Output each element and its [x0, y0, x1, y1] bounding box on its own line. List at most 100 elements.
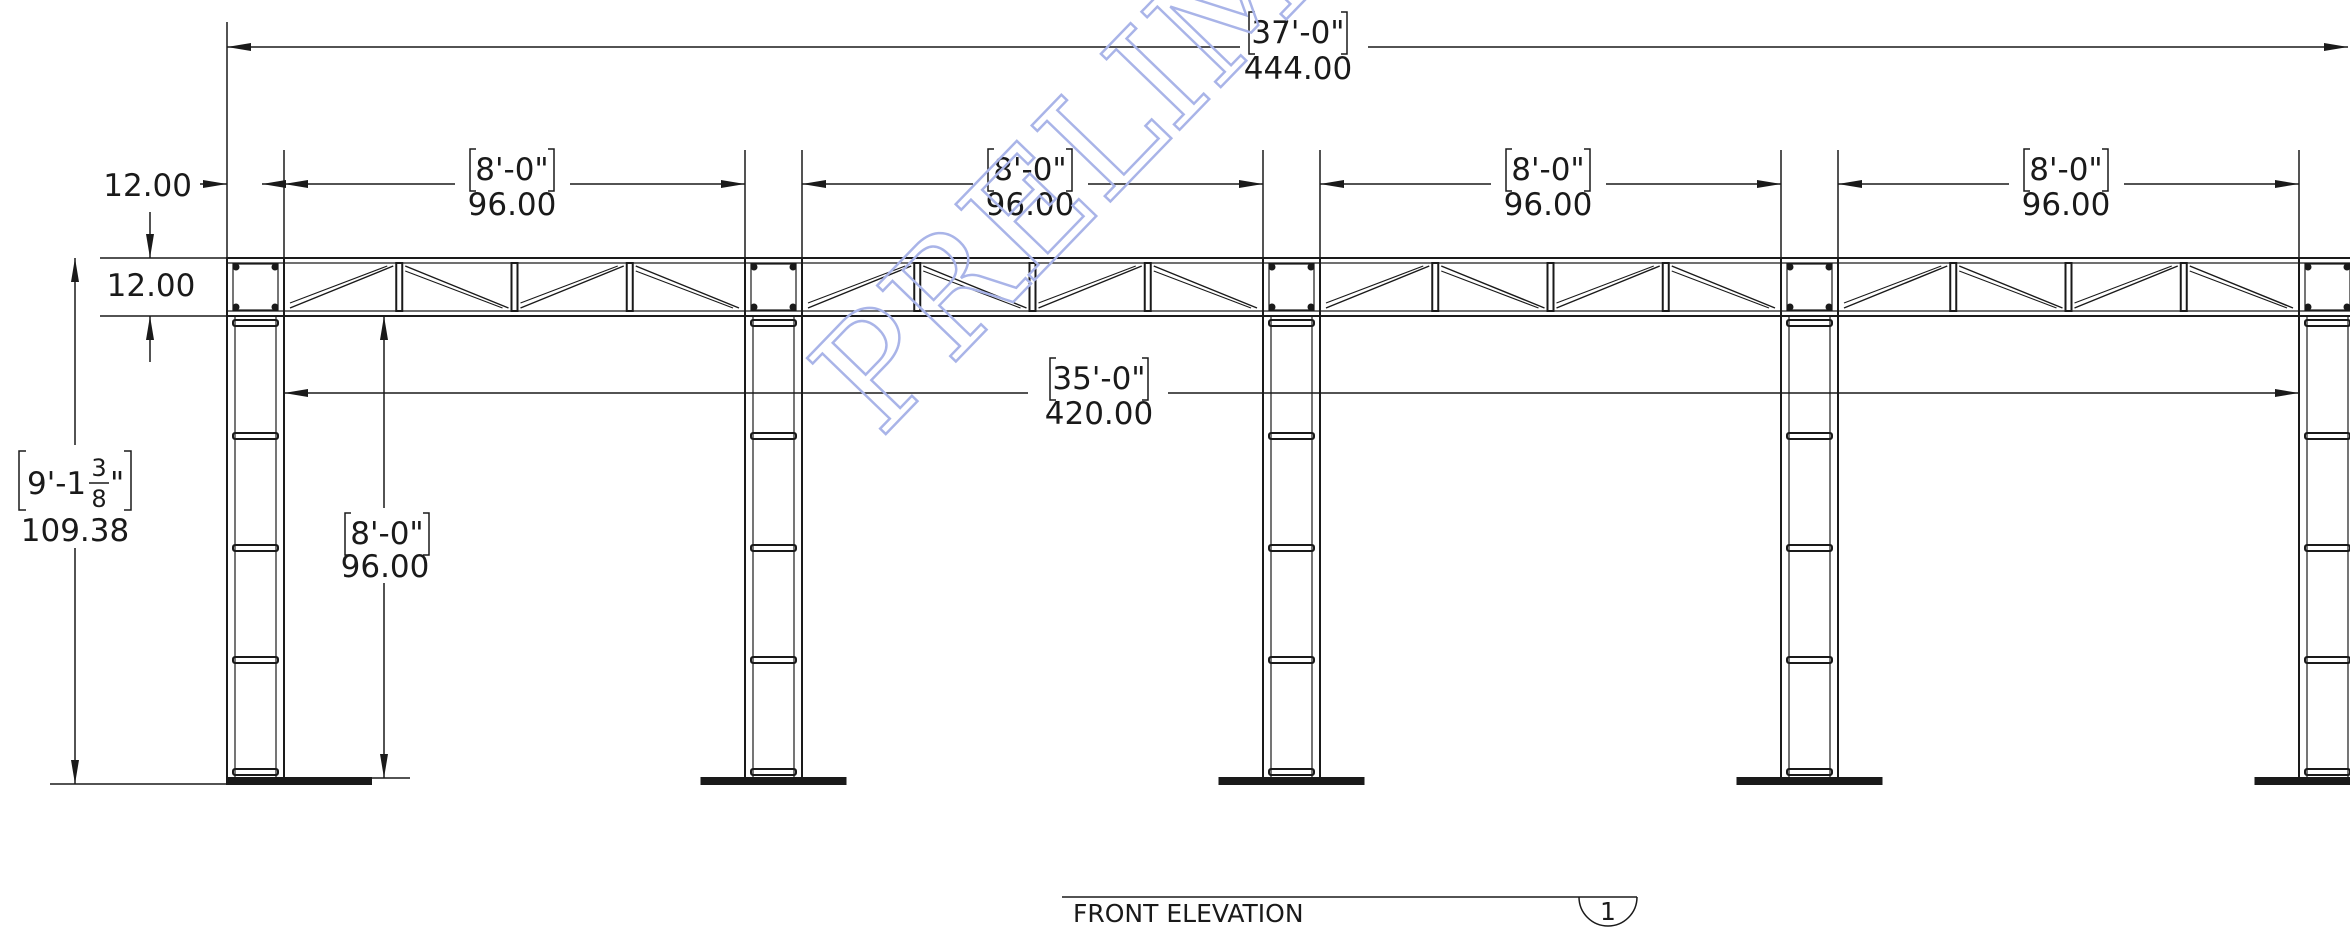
bolt: [1825, 263, 1833, 271]
truss-diagonal-inner: [1556, 265, 1654, 304]
bolt: [232, 263, 240, 271]
truss-vertical-strut: [510, 262, 519, 312]
tower-rung: [1268, 544, 1315, 552]
truss-diagonal: [1440, 265, 1545, 309]
truss-depth-decimal: 12.00: [107, 268, 196, 304]
truss-diagonal-inner: [1441, 270, 1539, 309]
base-plate: [1736, 777, 1883, 785]
preliminary-watermark: PRELIMINARY: [779, 0, 1701, 466]
overall-dimension-imperial: 37'-0": [1251, 15, 1344, 51]
truss-diagonal: [520, 265, 625, 309]
truss-vertical-strut: [1143, 262, 1152, 312]
truss-diagonal-inner: [2189, 270, 2288, 309]
base-plate: [2254, 777, 2350, 785]
bolt: [1786, 303, 1794, 311]
bay-4-decimal: 96.00: [2022, 187, 2111, 223]
tower-rung: [232, 319, 279, 327]
truss-diagonal: [1153, 265, 1258, 309]
truss-diagonal: [1556, 265, 1661, 309]
bay-dimension-4: 8'-0" 96.00: [1837, 148, 2300, 258]
truss-diagonal-inner: [1843, 265, 1942, 304]
truss-diagonal: [289, 265, 394, 309]
truss-diagonal: [635, 265, 740, 309]
truss-diagonal: [1958, 265, 2063, 309]
corner-block-inner: [1268, 263, 1315, 311]
bolt: [750, 303, 758, 311]
bolt: [1825, 303, 1833, 311]
bolt: [1268, 303, 1276, 311]
corner-block: [226, 257, 285, 317]
tower-rung: [1786, 544, 1833, 552]
truss-vertical-strut: [395, 262, 404, 312]
corner-block: [1780, 257, 1839, 317]
bolt: [2304, 303, 2312, 311]
view-number: 1: [1600, 897, 1616, 926]
truss-structure: [226, 257, 2350, 785]
base-plate: [700, 777, 847, 785]
truss-vertical-strut: [625, 262, 634, 312]
tower-rung: [1268, 432, 1315, 440]
left-offset-dimension: 12.00: [103, 168, 286, 204]
tower-rung: [750, 768, 797, 776]
corner-block: [1262, 257, 1321, 317]
tower-rung: [1786, 768, 1833, 776]
truss-diagonal-inner: [923, 270, 1021, 309]
total-height-fraction-numerator: 3: [91, 454, 106, 482]
corner-block-inner: [750, 263, 797, 311]
truss-diagonal-inner: [635, 270, 734, 309]
truss-vertical-strut: [2064, 262, 2073, 312]
bolt: [1268, 263, 1276, 271]
truss-diagonal-inner: [405, 270, 503, 309]
bolt: [750, 263, 758, 271]
total-height-inch-mark: ": [110, 466, 124, 502]
bolt: [789, 263, 797, 271]
truss-diagonal-inner: [520, 265, 618, 304]
truss-diagonal-inner: [1153, 270, 1252, 309]
bolt: [271, 303, 279, 311]
tower-rung: [1786, 432, 1833, 440]
truss-diagonal-inner: [289, 265, 388, 304]
truss-diagonal: [1038, 265, 1143, 309]
bay-dimension-1: 8'-0" 96.00: [283, 148, 746, 258]
truss-vertical-strut: [1546, 262, 1555, 312]
truss-diagonal: [922, 265, 1027, 309]
bolt: [2343, 303, 2350, 311]
tower-rung: [1268, 768, 1315, 776]
overall-dimension: 37'-0" 444.00: [226, 11, 2348, 258]
bay-1-imperial: 8'-0": [475, 152, 548, 188]
view-title-label: FRONT ELEVATION: [1073, 899, 1304, 928]
tower-rung: [2304, 319, 2350, 327]
view-title: FRONT ELEVATION 1: [1062, 896, 1638, 928]
tower-rung: [232, 544, 279, 552]
corner-block-inner: [1786, 263, 1833, 311]
tower-rung: [1268, 656, 1315, 664]
truss-diagonal: [404, 265, 509, 309]
truss-depth-dimension: 12.00: [100, 212, 228, 362]
tower-rung: [232, 432, 279, 440]
watermark-text: PRELIMINARY: [781, 0, 1701, 465]
truss-diagonal-inner: [1038, 265, 1136, 304]
truss-vertical-strut: [913, 262, 922, 312]
overall-dimension-decimal: 444.00: [1244, 51, 1352, 87]
truss-vertical-strut: [1949, 262, 1958, 312]
clear-height-dimension: 8'-0" 96.00: [341, 316, 430, 779]
tower-rung: [2304, 544, 2350, 552]
tower-rung: [750, 432, 797, 440]
bay-dimension-2: 8'-0" 96.00: [801, 148, 1264, 258]
bolt: [232, 303, 240, 311]
bay-3-decimal: 96.00: [1504, 187, 1593, 223]
truss-diagonal: [807, 265, 912, 309]
bay-1-decimal: 96.00: [468, 187, 557, 223]
bolt: [2343, 263, 2350, 271]
bolt: [789, 303, 797, 311]
truss-vertical-strut: [1431, 262, 1440, 312]
left-offset-decimal: 12.00: [103, 168, 192, 204]
tower-rung: [232, 656, 279, 664]
base-plate: [226, 777, 372, 785]
tower-rung: [750, 319, 797, 327]
tower-rung: [750, 544, 797, 552]
truss-diagonal-inner: [807, 265, 906, 304]
base-plate: [1218, 777, 1365, 785]
total-height-decimal: 109.38: [21, 513, 129, 549]
